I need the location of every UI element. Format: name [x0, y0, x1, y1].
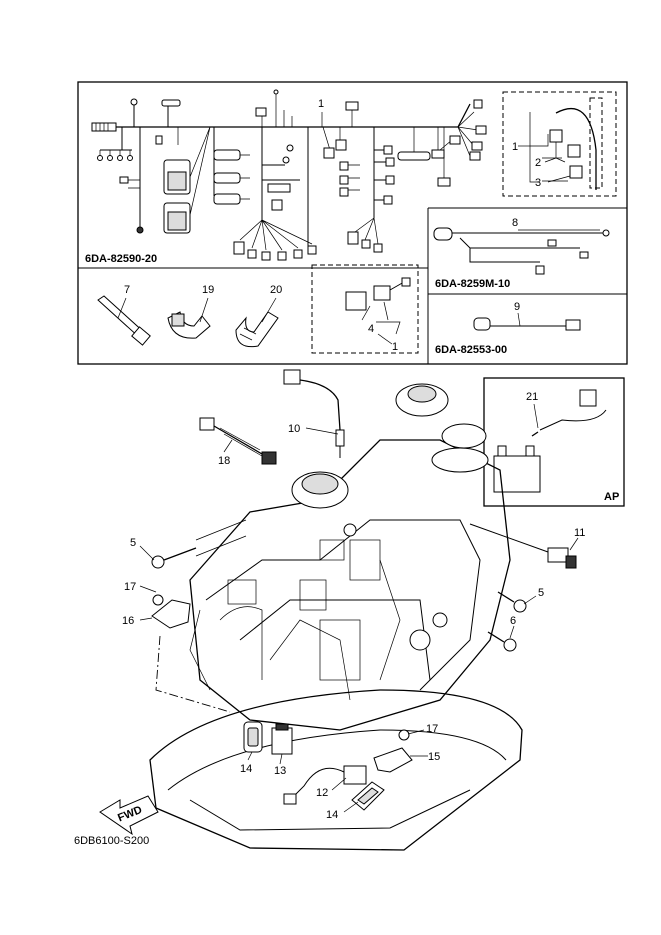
connector-detail-box [502, 91, 617, 197]
grommet-14a [243, 721, 263, 753]
sub-lead-8 [433, 227, 610, 275]
callout-10: 10 [288, 423, 300, 435]
wire-harness [91, 89, 487, 261]
bolt-5b [497, 591, 527, 613]
callout-15: 15 [428, 751, 440, 763]
callout-8: 8 [512, 217, 518, 229]
callout-19: 19 [202, 284, 214, 296]
bolt-5a [151, 519, 247, 569]
drawing-code: 6DB6100-S200 [74, 835, 149, 847]
relay-icon [345, 291, 367, 311]
leader-lines [117, 112, 600, 813]
oxygen-sensor-10 [283, 369, 345, 458]
bolt-6 [487, 631, 517, 652]
callout-9: 9 [514, 301, 520, 313]
callout-4: 4 [368, 323, 374, 335]
callout-12: 12 [316, 787, 328, 799]
callout-21: 21 [526, 391, 538, 403]
engine-block [149, 383, 523, 851]
callout-17: 17 [426, 723, 438, 735]
callout-1: 1 [318, 98, 324, 110]
callout-14: 14 [326, 809, 338, 821]
callout-20: 20 [270, 284, 282, 296]
sub-lead-kit-code: 6DA-8259M-10 [435, 278, 510, 290]
inset-ap [483, 377, 625, 507]
callout-11: 11 [574, 527, 585, 539]
inset-tag: AP [604, 491, 619, 503]
switch-13 [271, 723, 293, 755]
switch-11 [469, 523, 577, 569]
callout-16: 16 [122, 615, 134, 627]
callout-5: 5 [130, 537, 136, 549]
callout-18: 18 [218, 455, 230, 467]
callout-2: 2 [535, 157, 541, 169]
battery-icon [493, 455, 541, 493]
grommet-14b [351, 781, 385, 811]
callout-5: 5 [538, 587, 544, 599]
clamp-19 [167, 311, 211, 339]
lead-9 [473, 317, 581, 331]
callout-6: 6 [510, 615, 516, 627]
callout-14: 14 [240, 763, 252, 775]
relay-detail-box [311, 264, 419, 354]
clamp-20 [235, 311, 279, 348]
lead-kit-code: 6DA-82553-00 [435, 344, 507, 356]
callout-1: 1 [392, 341, 398, 353]
relay-detail [345, 277, 411, 335]
callout-7: 7 [124, 284, 130, 296]
callout-3: 3 [535, 177, 541, 189]
callout-17: 17 [124, 581, 136, 593]
cable-tie-7 [97, 295, 151, 346]
connector-detail [529, 97, 603, 190]
callout-1: 1 [512, 141, 518, 153]
bracket-15 [373, 729, 413, 773]
fwd-arrow-icon: FWD [99, 795, 159, 836]
callout-13: 13 [274, 765, 286, 777]
sensor-18 [199, 417, 277, 465]
bracket-16 [151, 594, 231, 713]
kit-frame [77, 81, 628, 365]
switch-12 [283, 765, 367, 805]
harness-kit-code: 6DA-82590-20 [85, 253, 157, 265]
